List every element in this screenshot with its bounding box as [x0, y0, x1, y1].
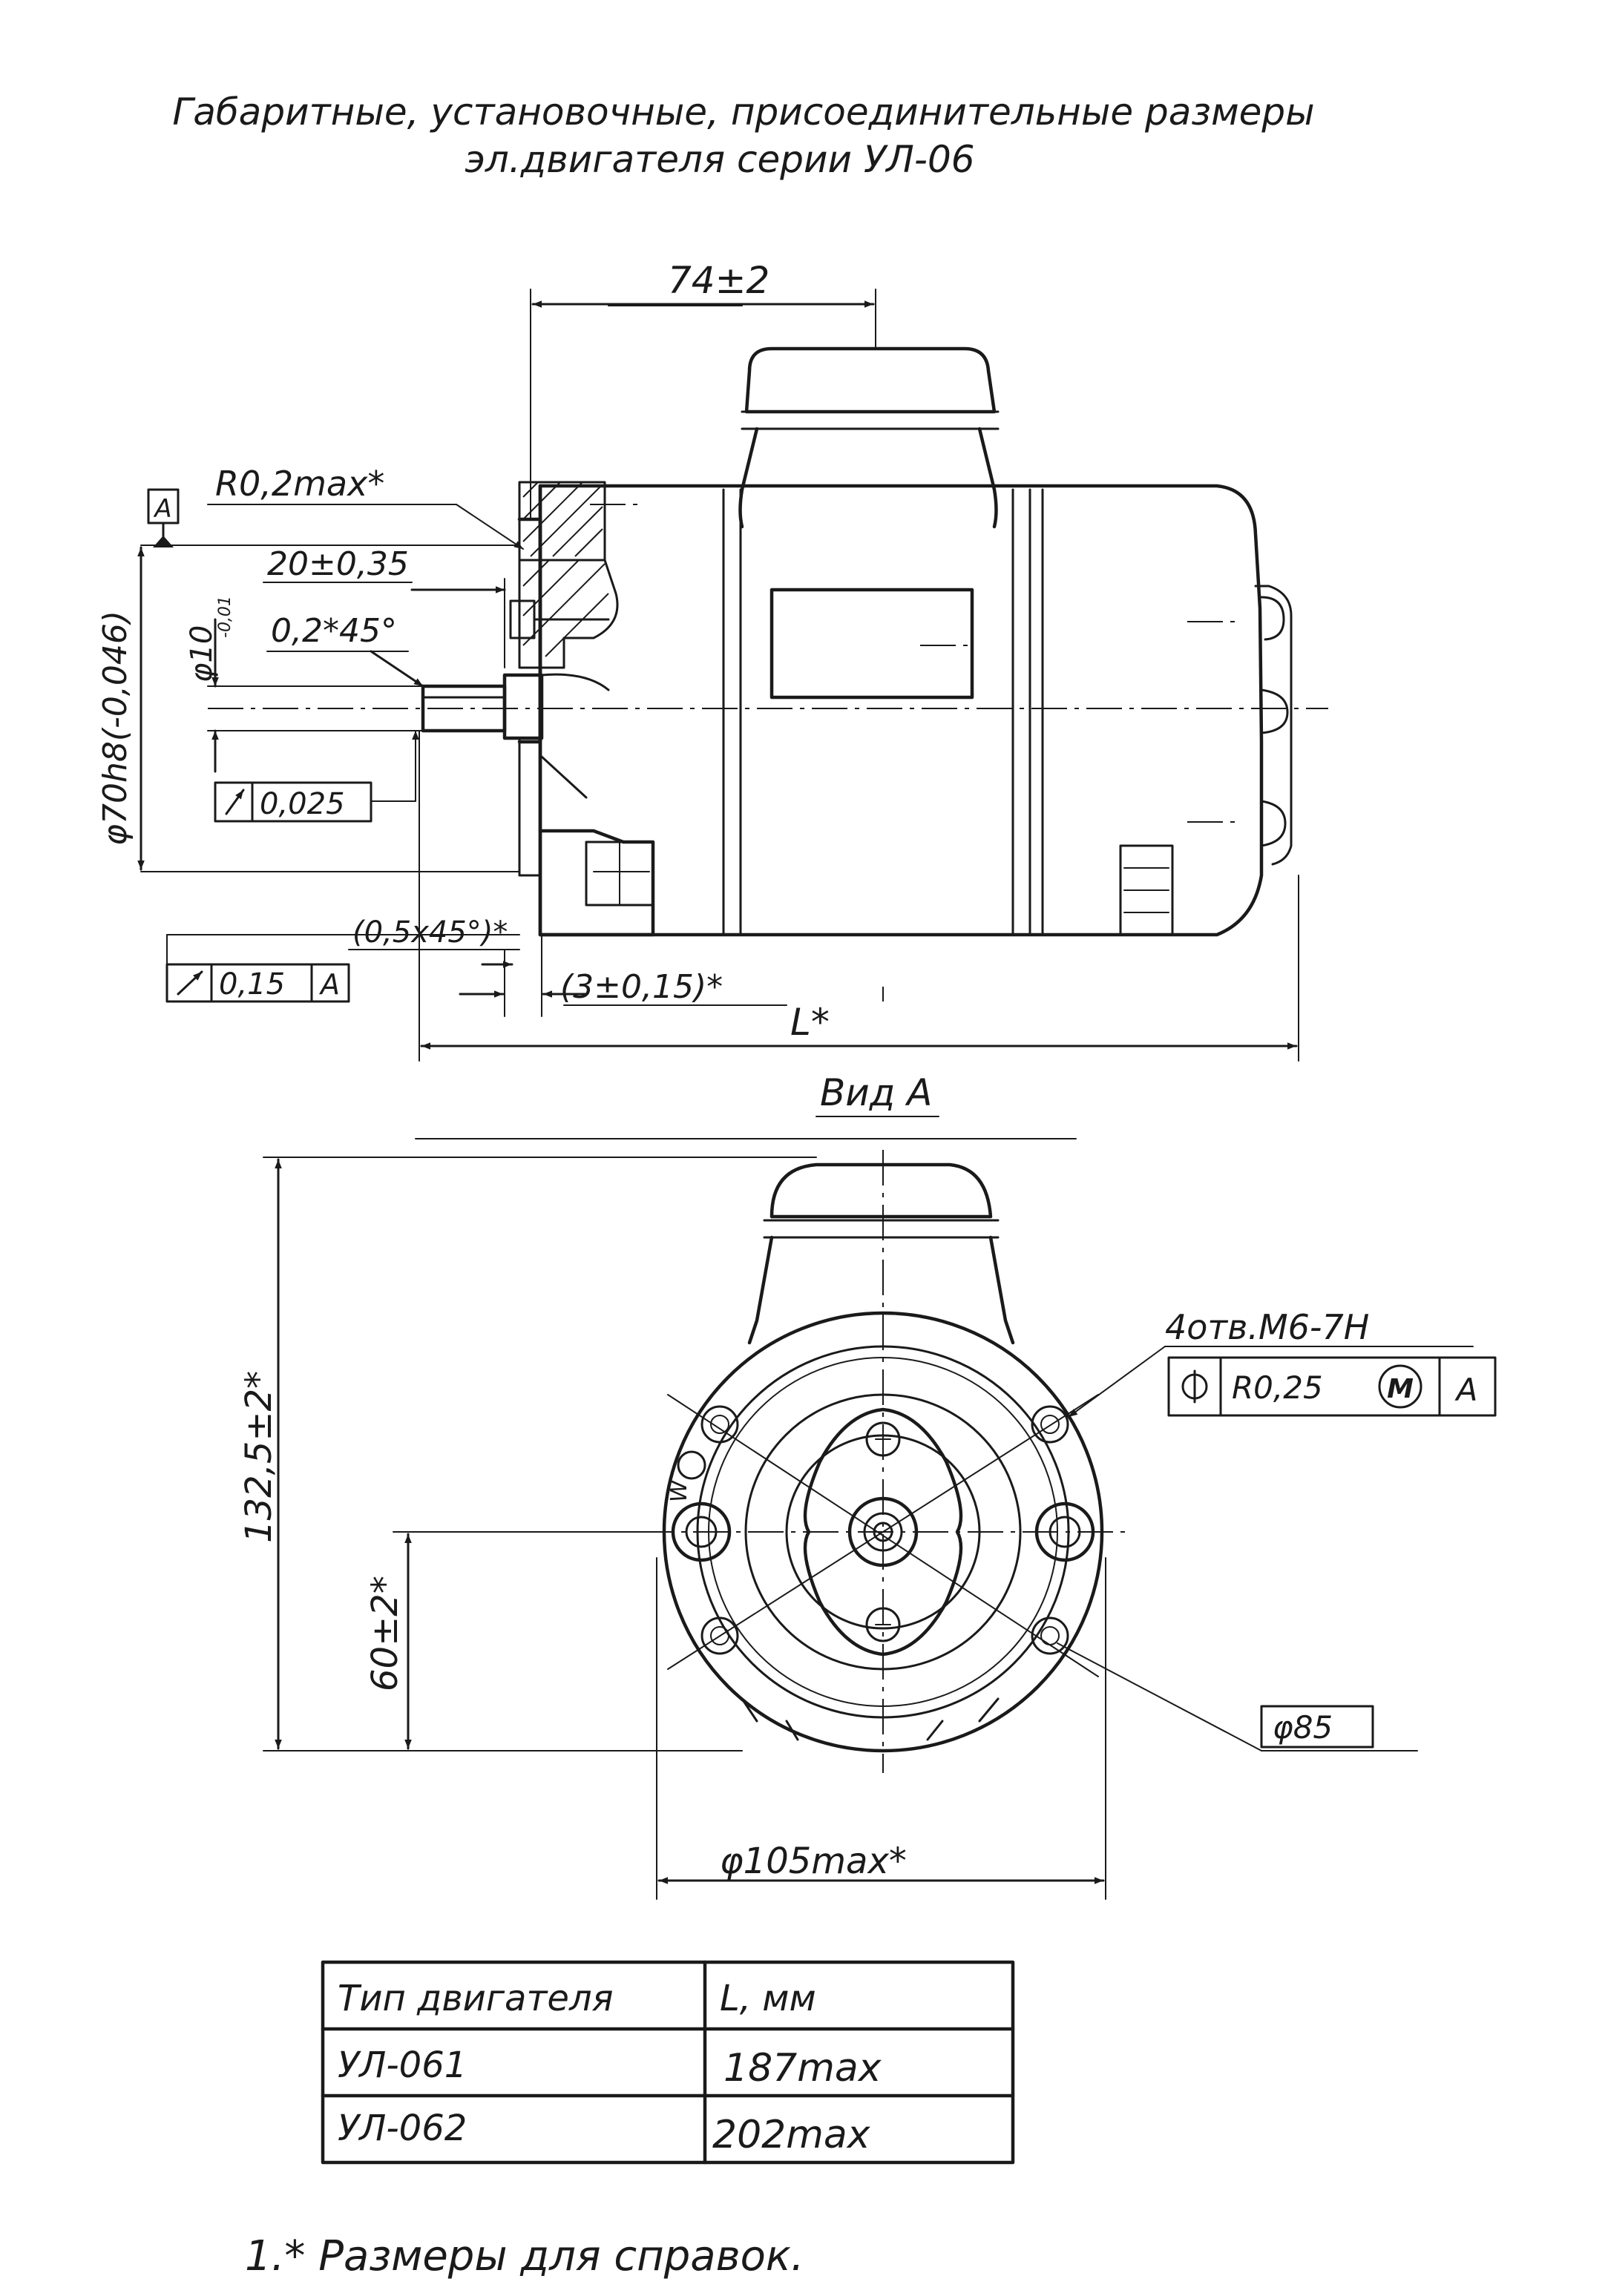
table-row-1-type: УЛ-061: [338, 2045, 467, 2086]
footnote: 1.* Размеры для справок.: [245, 2232, 804, 2280]
position-tolerance-value: R0,25: [1232, 1369, 1323, 1406]
runout-value: 0,025: [260, 787, 345, 821]
dim-74: 74±2: [668, 259, 769, 302]
chamfer-05: (0,5x45°)*: [352, 915, 508, 950]
mounting-hole: [700, 1616, 739, 1655]
chamfer-02: 0,2*45°: [271, 612, 397, 650]
face-runout-datum: A: [318, 968, 340, 1001]
mounting-hole: [1031, 1405, 1069, 1444]
holes-note: 4отв.М6-7Н: [1165, 1307, 1369, 1347]
dim-dia-105: φ105max*: [720, 1841, 907, 1882]
position-datum: A: [1454, 1372, 1478, 1408]
position-tolerance-frame: R0,25 M A: [1167, 1356, 1497, 1417]
dim-axis-height-60: 60±2*: [364, 1576, 406, 1691]
title-line-1: Габаритные, установочные, присоединитель…: [172, 91, 1314, 134]
face-runout-value: 0,15: [219, 967, 285, 1001]
motor-length-table: Тип двигателя L, мм УЛ-061 187max УЛ-062…: [321, 1960, 1015, 2165]
mark-w: W: [666, 1479, 692, 1502]
face-runout-frame: 0,15 A: [165, 934, 350, 1003]
modifier-m: M: [1387, 1374, 1414, 1404]
dim-length-l: L*: [790, 1001, 830, 1044]
radius-note: R0,2max*: [215, 464, 384, 504]
drawing-title: Габаритные, установочные, присоединитель…: [172, 91, 1314, 181]
datum-a-label: A: [153, 494, 171, 524]
dim-3: (3±0,15)*: [560, 968, 723, 1006]
dim-dia-10-tol: -0,01: [216, 596, 234, 638]
view-a: Вид А W: [238, 1071, 1497, 1900]
bolt-circle-dia: φ85: [1273, 1709, 1333, 1746]
table-header-type: Тип двигателя: [338, 1978, 614, 2019]
dim-height-132: 132,5±2*: [238, 1371, 280, 1543]
table-row-2-type: УЛ-062: [338, 2108, 467, 2149]
view-a-title: Вид А: [820, 1071, 932, 1114]
title-line-2: эл.двигателя серии УЛ-06: [465, 138, 974, 181]
dim-20: 20±0,35: [267, 545, 409, 583]
table-row-2-length: 202max: [712, 2113, 871, 2157]
mounting-hole: [700, 1405, 739, 1444]
dim-dia-10: φ10: [185, 625, 219, 682]
table-row-1-length: 187max: [723, 2046, 882, 2091]
runout-tolerance-frame: 0,025: [214, 730, 419, 823]
dim-dia-70: φ70h8(-0,046): [96, 611, 134, 846]
table-header-length: L, мм: [720, 1978, 816, 2019]
side-view: 74±2 R0,2max* A φ70h8(-0,046) φ10 -0,01 …: [96, 259, 1328, 1062]
